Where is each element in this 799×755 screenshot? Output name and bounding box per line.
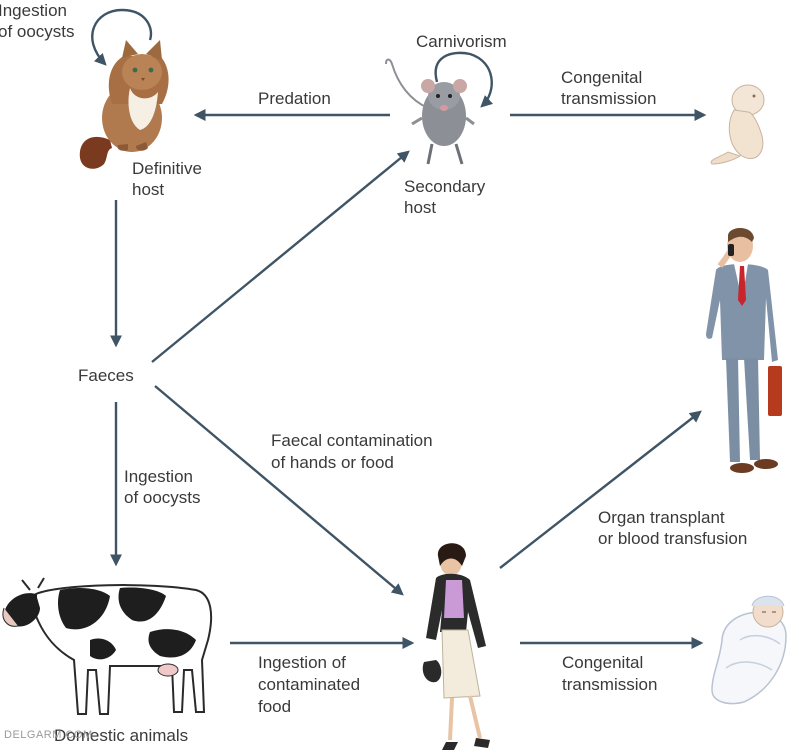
arrows — [91, 8, 707, 649]
label-ingestion-contaminated-food: Ingestion of contaminated food — [258, 653, 365, 716]
businessman-icon — [706, 228, 782, 473]
label-definitive-host: Definitive host — [132, 159, 207, 199]
labels: Ingestion of oocysts Carnivorism Predati… — [0, 1, 747, 745]
watermark: DELGARM.COM — [4, 729, 93, 741]
label-ingestion-oocysts-left: Ingestion of oocysts — [124, 467, 201, 507]
label-congenital-bottom: Congenital transmission — [562, 653, 657, 694]
label-domestic-animals: Domestic animals — [54, 726, 188, 745]
label-secondary-host: Secondary host — [404, 177, 490, 217]
cat-icon — [79, 40, 169, 169]
label-faecal-contamination: Faecal contamination of hands or food — [271, 431, 437, 472]
loop-arrow-cat — [91, 8, 153, 66]
swaddled-baby-icon — [711, 595, 787, 705]
arrow-woman-to-man — [499, 410, 702, 569]
label-ingestion-oocysts-top: Ingestion of oocysts — [0, 1, 75, 41]
label-predation: Predation — [258, 89, 331, 108]
fetus-icon — [710, 84, 765, 165]
mouse-icon — [385, 58, 475, 165]
arrow-faeces-to-mouse — [151, 150, 410, 363]
label-carnivorism: Carnivorism — [416, 32, 507, 51]
label-organ-transplant: Organ transplant or blood transfusion — [598, 508, 747, 548]
label-faeces: Faeces — [78, 366, 134, 385]
loop-arrow-mouse — [434, 51, 494, 108]
arrow-faeces-to-woman — [154, 385, 404, 596]
cow-icon — [2, 577, 213, 715]
label-congenital-top: Congenital transmission — [561, 68, 656, 108]
woman-icon — [422, 543, 490, 750]
